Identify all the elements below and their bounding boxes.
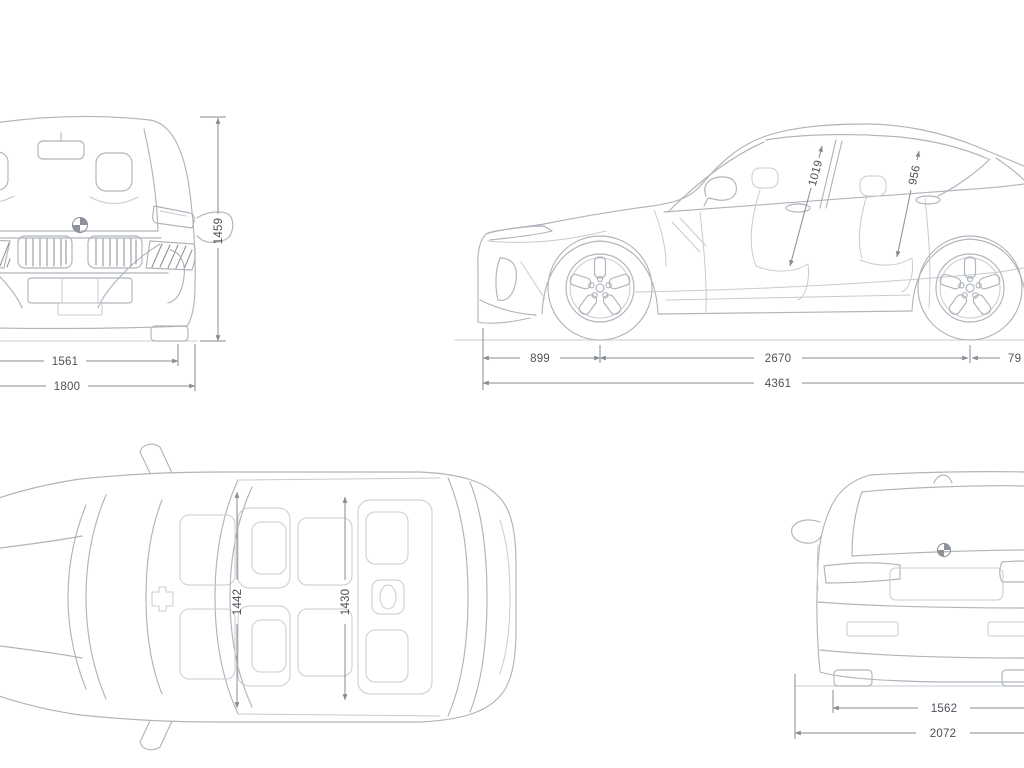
headlight-side: [485, 225, 553, 241]
bmw-roundel-icon: [72, 217, 88, 233]
reflector-right: [987, 621, 1024, 637]
top-car-body: [0, 443, 517, 751]
shark-fin-antenna-icon: [933, 474, 953, 484]
side-headroom-dimensions: 1019 956: [789, 145, 923, 267]
dim-track-rear: 1562: [931, 703, 957, 715]
rear-left-wheel: [833, 669, 873, 687]
side-mirror-right: [196, 211, 234, 243]
dim-front-headroom: 1019: [807, 159, 825, 188]
dim-wheelbase: 2670: [765, 353, 791, 365]
side-car-body: [454, 123, 1024, 341]
kidney-grille: [17, 235, 143, 269]
rear-wheel: [917, 235, 1023, 341]
bumper-intake: [27, 277, 133, 304]
bmw-roundel-icon-rear: [937, 543, 951, 557]
front-car-body: [0, 115, 234, 342]
dim-rear-headroom: 956: [907, 164, 923, 186]
vertical-intake-right: [167, 249, 185, 304]
top-view: 1442 1430: [0, 443, 517, 751]
top-mirror-right: [139, 720, 173, 751]
side-intake-right: [145, 240, 196, 271]
side-intake-left: [0, 239, 11, 269]
dim-track-front: 1561: [52, 356, 78, 368]
taillight-left: [823, 562, 901, 584]
reflector-left: [846, 621, 899, 637]
front-headrests: [0, 151, 139, 204]
side-mirror: [703, 176, 737, 207]
dim-rear-overhang: 79: [1008, 353, 1021, 365]
dim-width: 1800: [54, 381, 80, 393]
door-handle-rear: [915, 195, 941, 205]
front-bumper-blade: [495, 257, 517, 301]
license-plate-recess: [889, 567, 1004, 601]
rear-mirror-left: [791, 519, 823, 544]
front-right-wheel: [150, 325, 189, 342]
c-pillar: [937, 158, 991, 197]
rear-right-wheel: [1001, 669, 1024, 687]
side-view: 1019 956 899 2670 79 4361: [454, 123, 1024, 390]
rear-car-body: [791, 471, 1024, 687]
front-view: 1459 1561 1800: [0, 115, 234, 393]
taillight-right: [999, 560, 1024, 583]
front-wheel: [547, 235, 653, 341]
dim-front-overhang: 899: [530, 353, 550, 365]
front-dimensions: 1459 1561 1800: [0, 116, 226, 393]
dim-height-value: 1459: [213, 218, 225, 244]
rear-view: 1562 2072: [791, 471, 1024, 740]
rearview-mirror: [37, 140, 85, 160]
b-pillar: [819, 139, 843, 209]
rear-dimensions: 1562 2072: [794, 674, 1024, 740]
side-dimensions: 899 2670 79 4361: [482, 328, 1024, 390]
headlight-right: [152, 205, 195, 229]
dim-interior-width-front: 1442: [232, 589, 244, 615]
dim-height: 1459: [213, 218, 225, 244]
door-handle-front: [785, 203, 811, 213]
top-mirror-left: [139, 443, 173, 474]
dim-interior-width-rear: 1430: [340, 589, 352, 615]
rear-window: [861, 485, 1024, 493]
dim-length: 4361: [765, 378, 791, 390]
top-dimensions: 1442 1430: [232, 491, 352, 709]
top-seats: [179, 499, 433, 695]
hood-badge-detail: [151, 586, 174, 612]
interior-side: [653, 167, 913, 301]
dim-width-mirrors: 2072: [930, 728, 956, 740]
